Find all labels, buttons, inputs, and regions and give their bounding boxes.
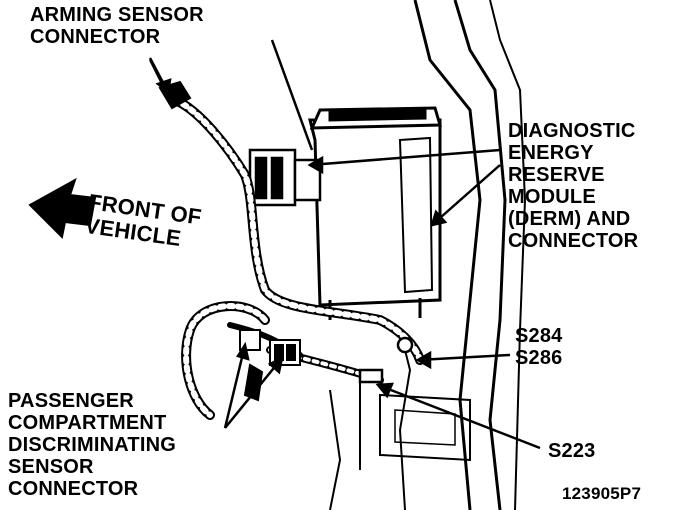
passenger-label-line: DISCRIMINATING bbox=[8, 434, 176, 456]
leader-lines bbox=[148, 39, 541, 450]
splice-s284-s286-label: S284 S286 bbox=[515, 325, 563, 369]
splice-label-line: S286 bbox=[515, 347, 563, 369]
arming-sensor-label-line: CONNECTOR bbox=[30, 26, 161, 48]
splice-marks bbox=[358, 336, 414, 384]
derm-module bbox=[308, 106, 442, 320]
passenger-label-line: PASSENGER bbox=[8, 390, 134, 412]
arming-sensor-label: ARMING SENSOR CONNECTOR bbox=[30, 4, 204, 48]
derm-label-line: (DERM) AND bbox=[508, 208, 631, 230]
passenger-sensor-label: PASSENGER COMPARTMENT DISCRIMINATING SEN… bbox=[8, 390, 176, 500]
passenger-label-line: COMPARTMENT bbox=[8, 412, 167, 434]
derm-label-line: MODULE bbox=[508, 186, 596, 208]
derm-label-line: ENERGY bbox=[508, 142, 594, 164]
passenger-label-line: CONNECTOR bbox=[8, 478, 139, 500]
figure-id-text: 123905P7 bbox=[562, 484, 642, 503]
derm-connector bbox=[248, 148, 322, 207]
body-pillar bbox=[329, 0, 527, 510]
figure-id: 123905P7 bbox=[562, 484, 641, 504]
splice-label-line: S284 bbox=[515, 325, 563, 347]
front-arrow bbox=[28, 177, 97, 240]
arming-sensor-label-line: ARMING SENSOR bbox=[30, 4, 204, 26]
derm-label-line: DIAGNOSTIC bbox=[508, 120, 636, 142]
splice-s223-label: S223 bbox=[548, 440, 596, 462]
derm-label-line: RESERVE bbox=[508, 164, 605, 186]
passenger-label-line: SENSOR bbox=[8, 456, 94, 478]
derm-label-line: CONNECTOR bbox=[508, 230, 639, 252]
derm-label: DIAGNOSTIC ENERGY RESERVE MODULE (DERM) … bbox=[508, 120, 638, 252]
passenger-sensor-connector bbox=[239, 329, 301, 402]
splice-s223-text: S223 bbox=[548, 440, 596, 462]
